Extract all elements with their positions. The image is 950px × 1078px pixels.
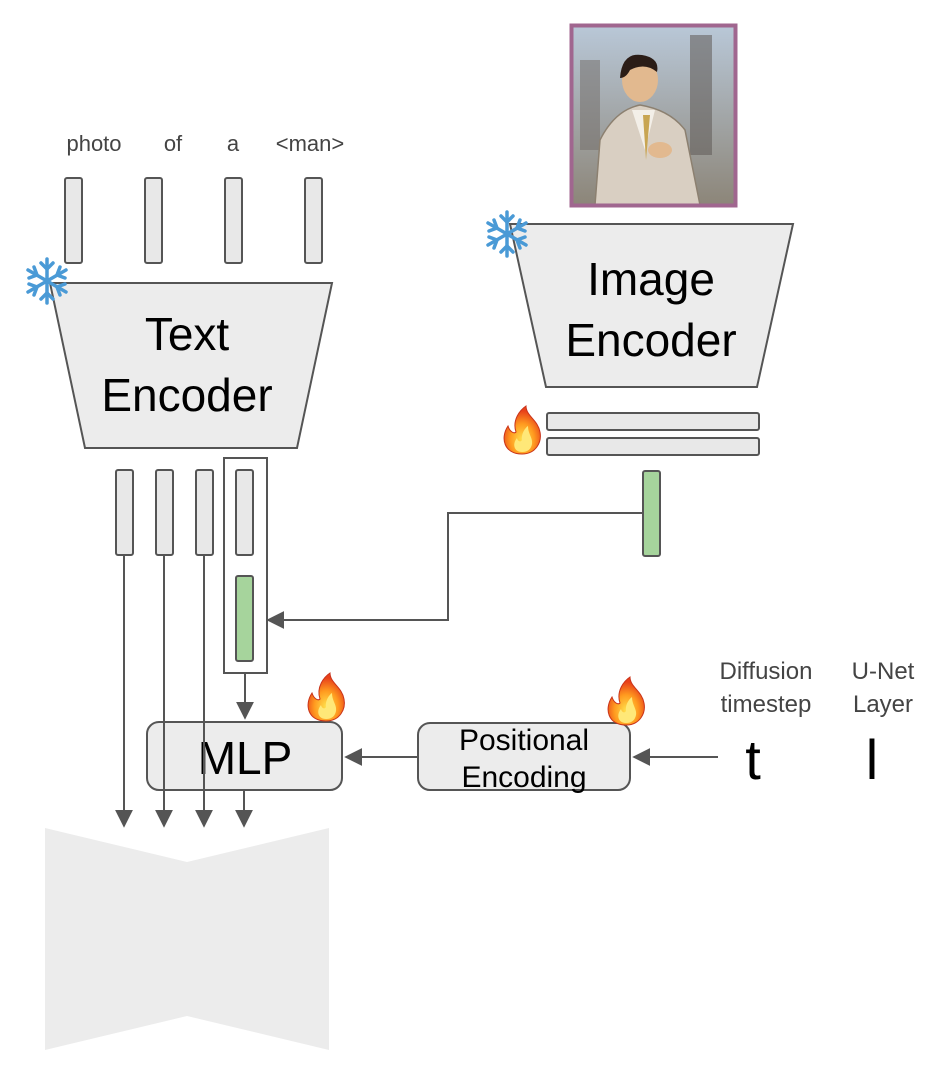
unet-layer-label-line2: Layer	[853, 691, 913, 718]
image-encoder-block	[508, 223, 795, 388]
image-embedding	[642, 470, 661, 557]
snowflake-icon	[26, 257, 68, 305]
positional-encoding-label-line2: Encoding	[461, 761, 586, 794]
fire-icon	[307, 672, 345, 722]
diffusion-timestep-label-line2: timestep	[721, 691, 812, 718]
unet-block	[45, 828, 329, 1050]
mlp-label: MLP	[198, 732, 293, 784]
projection-layer	[546, 412, 760, 431]
text-encoder-label-line2: Encoder	[101, 369, 272, 421]
text-encoder-label-line1: Text	[145, 308, 230, 360]
input-token-embedding	[304, 177, 323, 264]
prompt-token-of: of	[164, 131, 183, 156]
input-token-embedding	[144, 177, 163, 264]
input-token-embedding	[64, 177, 83, 264]
prompt-token-man: <man>	[276, 131, 345, 156]
input-token-embedding	[224, 177, 243, 264]
output-token-embedding	[155, 469, 174, 556]
layer-symbol: l	[866, 728, 878, 791]
fire-icon	[503, 405, 541, 455]
man-token-embedding	[235, 469, 254, 556]
timestep-symbol: t	[745, 728, 761, 791]
snowflake-icon	[486, 210, 528, 258]
output-token-embedding	[195, 469, 214, 556]
positional-encoding-label-line1: Positional	[459, 724, 589, 757]
unet-layer-label-line1: U-Net	[852, 658, 915, 685]
image-embedding-connector	[266, 512, 643, 629]
diffusion-timestep-label-line1: Diffusion	[720, 658, 813, 685]
image-encoder-label-line2: Encoder	[565, 314, 736, 366]
input-photo	[569, 23, 738, 208]
learned-token-embedding	[235, 575, 254, 662]
projection-layer	[546, 437, 760, 456]
output-token-embedding	[115, 469, 134, 556]
image-encoder-label-line1: Image	[587, 253, 715, 305]
prompt-token-photo: photo	[66, 131, 121, 156]
text-encoder-block	[48, 282, 334, 449]
fire-icon	[607, 676, 645, 726]
prompt-token-a: a	[227, 131, 240, 156]
